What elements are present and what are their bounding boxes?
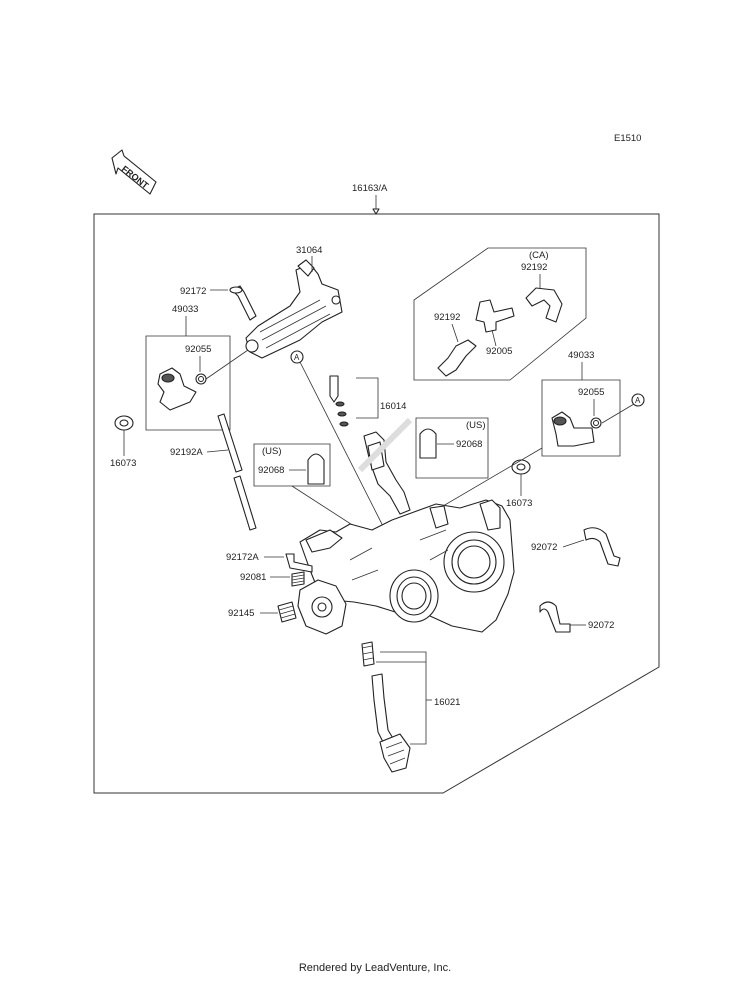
label-92068-left: 92068 [258,465,284,476]
front-arrow-icon: FRONT [111,149,157,195]
cap-92068-right-part [419,428,437,459]
assembly-arrow-icon [372,208,380,215]
label-92172A: 92172A [226,552,259,563]
label-92068-right: 92068 [456,439,482,450]
label-92072-top: 92072 [531,542,557,553]
label-49033-left: 49033 [172,304,198,315]
label-92172: 92172 [180,286,206,297]
hose-92192A-part [217,413,257,531]
label-92055-left: 92055 [185,344,211,355]
hose-92192-left-part [437,339,477,377]
label-16014: 16014 [380,401,406,412]
injector-left-part [157,367,197,411]
label-92192A: 92192A [170,447,203,458]
ref-marker-a-left: A [294,353,300,362]
spring-92145-part [277,601,297,623]
label-31064: 31064 [296,245,322,256]
clamp-92072-bottom-part [539,601,571,633]
label-92072-bottom: 92072 [588,620,614,631]
label-16073-left: 16073 [110,458,136,469]
label-92005: 92005 [486,346,512,357]
label-92081: 92081 [240,572,266,583]
bolt-92172-part [229,285,257,321]
label-92145: 92145 [228,608,254,619]
label-92192-left: 92192 [434,312,460,323]
throttle-body-part [297,431,515,635]
ref-marker-a-left-icon [290,350,304,364]
label-92055-right: 92055 [578,387,604,398]
fuel-rail-part [245,259,343,359]
label-16073-right: 16073 [506,498,532,509]
watermark-decoration [357,417,413,473]
washer-16073-left-part [114,415,134,431]
ref-marker-a-right: A [635,396,641,405]
screw-92172A-part [285,553,313,573]
label-49033-right: 49033 [568,350,594,361]
cap-92068-left-part [307,453,325,485]
hose-92192-top-part [525,287,563,323]
label-16021: 16021 [434,697,460,708]
diagram-code: E1510 [614,133,641,144]
clamp-92072-top-part [583,527,621,567]
region-us-right: (US) [466,420,486,431]
assembly-frame [93,213,660,794]
injector-right-part [551,411,595,447]
idle-screw-16021-part [361,641,411,773]
region-ca: (CA) [529,250,549,261]
ref-marker-a-right-icon [631,393,645,407]
assembly-label: 16163/A [352,183,388,194]
spring-92081-part [291,571,305,587]
screw-16014-part [329,375,349,427]
washer-16073-right-part [511,459,531,475]
region-us-left: (US) [262,446,282,457]
label-92192-top: 92192 [521,262,547,273]
footer-credit: Rendered by LeadVenture, Inc. [298,962,452,974]
connector-92005-part [475,299,515,333]
ca-kit-frame [413,247,587,381]
